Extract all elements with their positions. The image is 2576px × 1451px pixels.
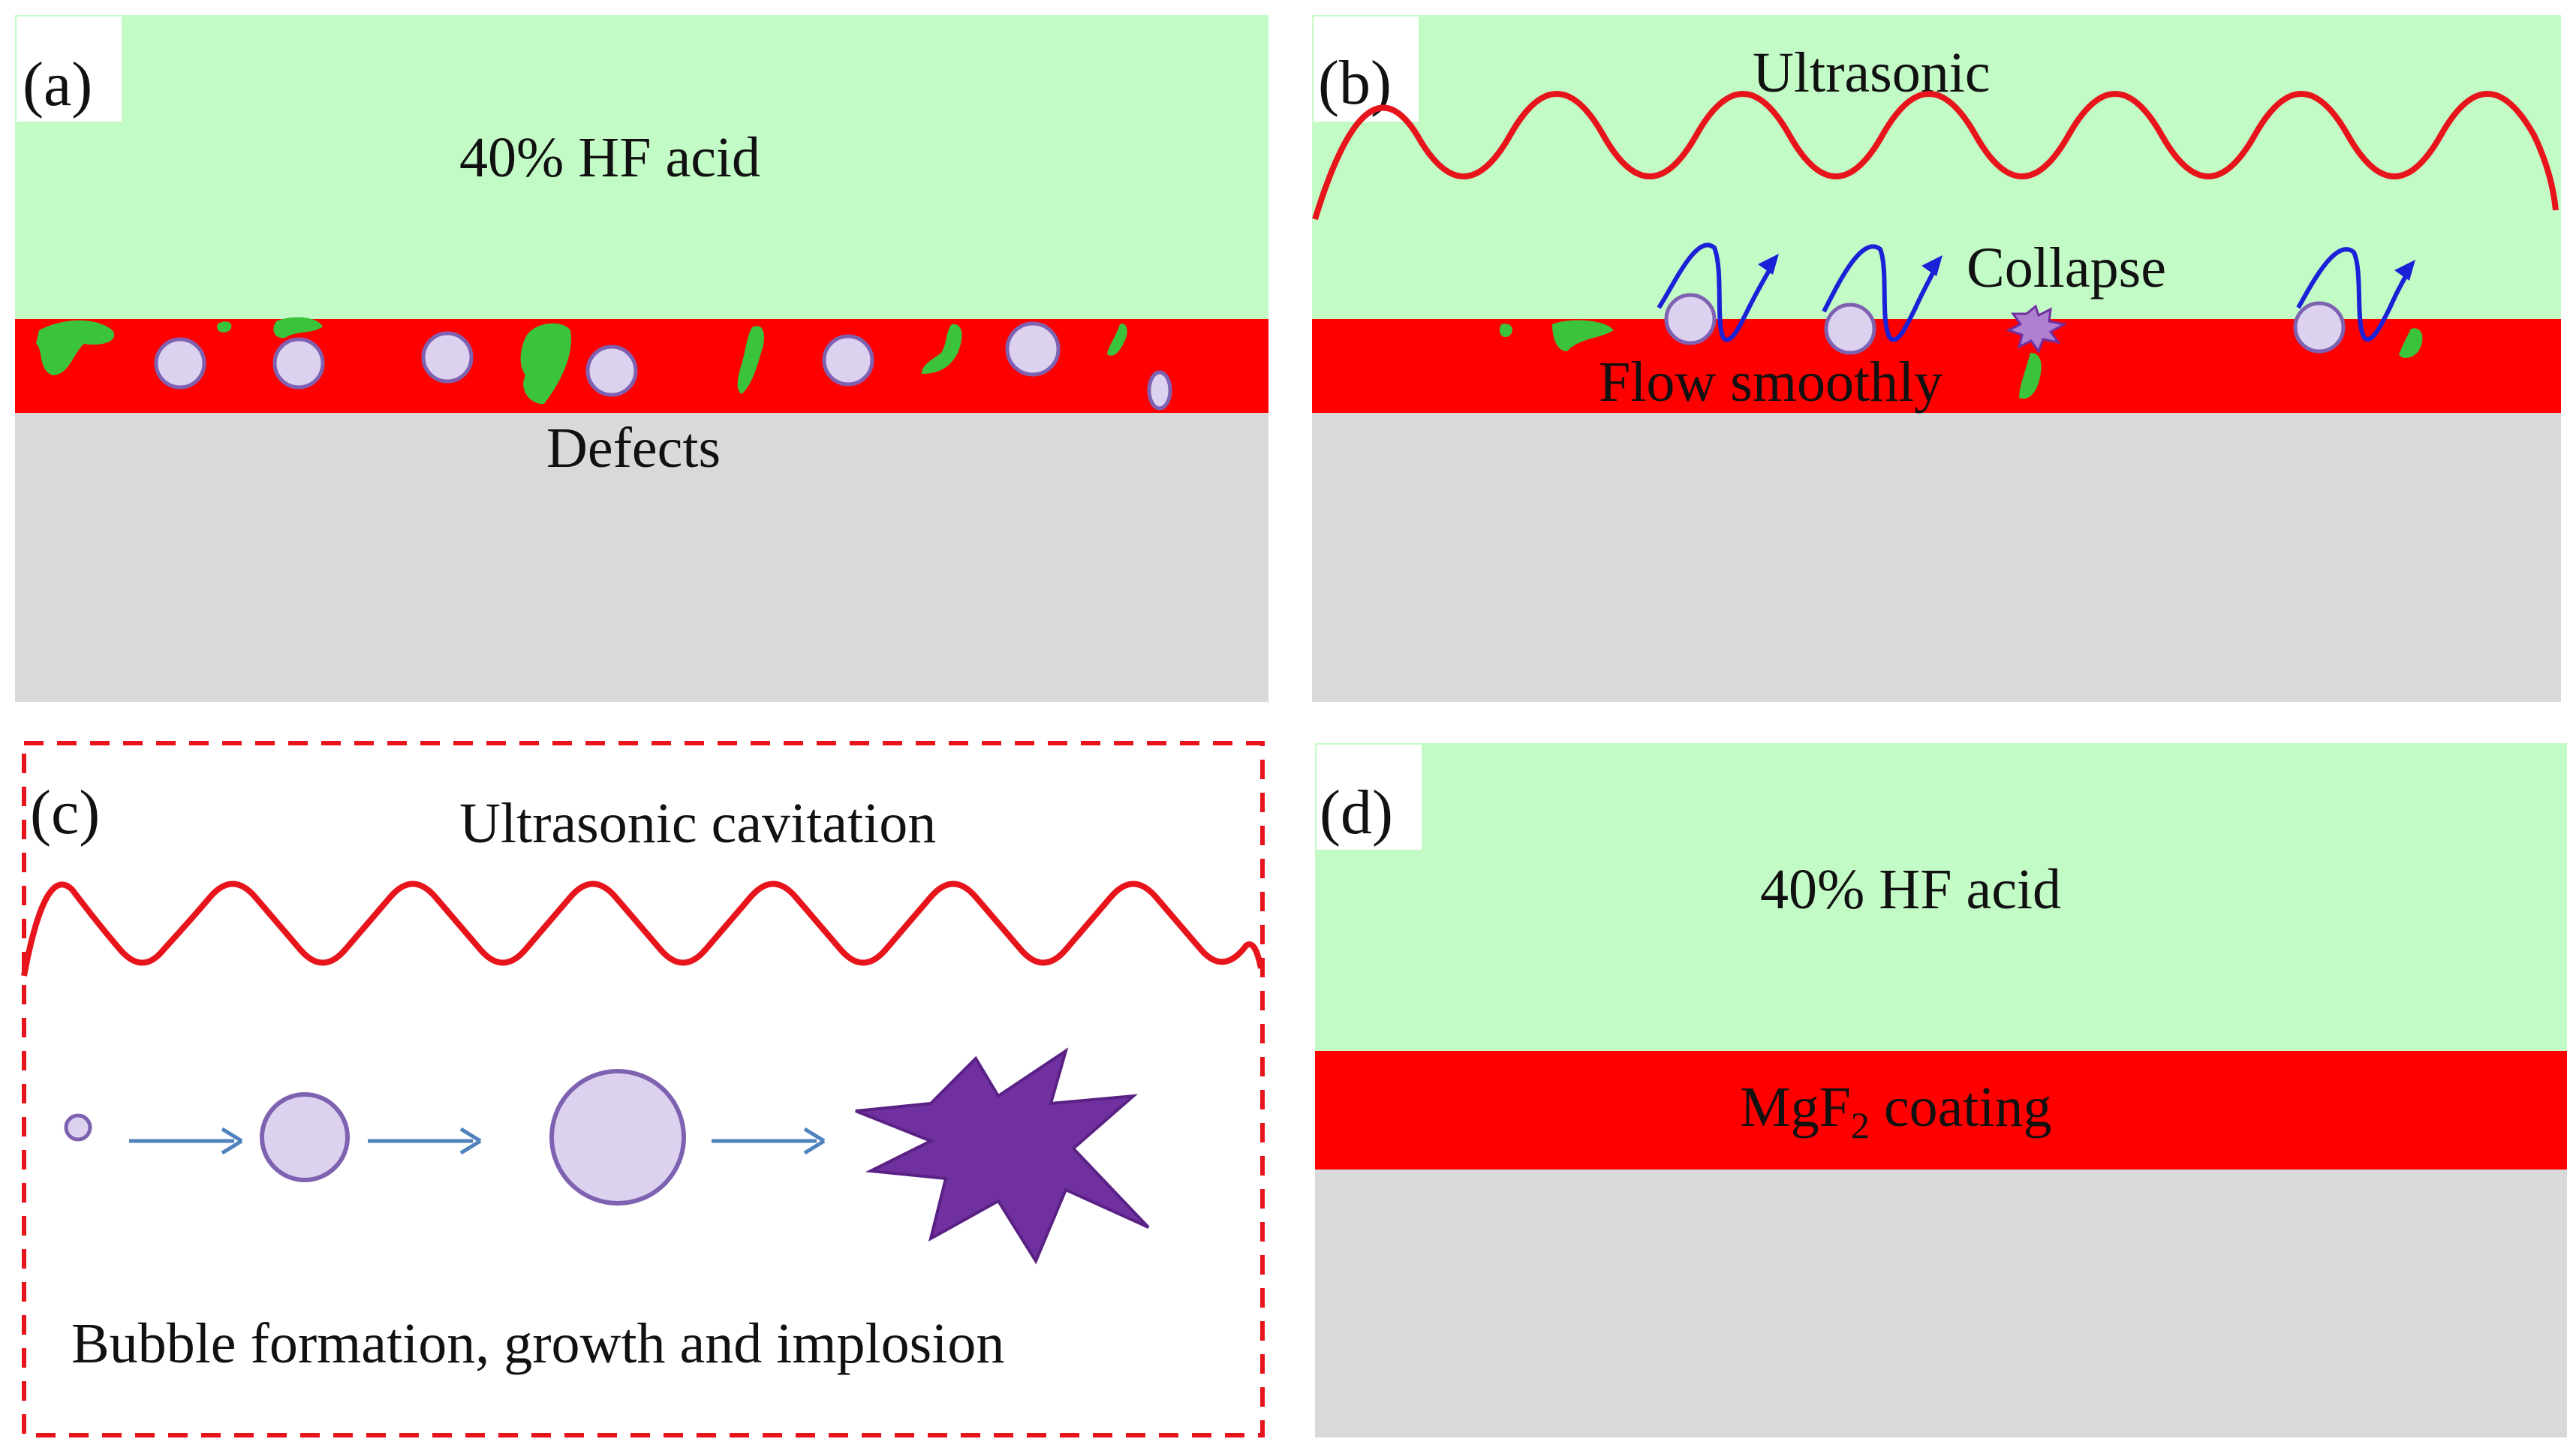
- bubble: [1147, 370, 1172, 411]
- panel-d-acid-layer: [1315, 743, 2567, 1057]
- arrowhead: [1758, 254, 1779, 275]
- panel-d-coating-layer: [1315, 1051, 2567, 1171]
- flow-arrow: [1657, 242, 1775, 342]
- defect: [520, 323, 571, 405]
- implosion-burst-icon: [855, 1047, 1150, 1265]
- process-arrow-2: [368, 1127, 482, 1155]
- bubble: [1664, 293, 1717, 345]
- panel-d: (d) 40% HF acid MgF2 coating: [1315, 743, 2567, 1437]
- bubble: [421, 331, 474, 384]
- defect: [1107, 324, 1127, 356]
- bubble: [1005, 321, 1061, 377]
- defect: [36, 320, 115, 375]
- flow-arrow: [1822, 244, 1939, 342]
- bubble: [822, 334, 874, 387]
- defect: [2399, 328, 2423, 358]
- panel-b-ultrasonic-label: Ultrasonic: [1753, 41, 1991, 104]
- panel-c-tag: (c): [30, 778, 100, 847]
- ultrasonic-wave: [1312, 91, 2559, 221]
- panel-d-acid-label: 40% HF acid: [1760, 858, 2061, 921]
- coating-suffix: coating: [1870, 1076, 2052, 1139]
- panel-b-coating-layer: [1312, 319, 2561, 413]
- panel-a-acid-layer: [15, 15, 1268, 323]
- bubble: [1824, 303, 1876, 355]
- bubble-medium: [260, 1092, 350, 1182]
- panel-b-tag-background: [1314, 17, 1419, 122]
- defect: [1499, 324, 1512, 338]
- panel-a-tag-background: [17, 17, 122, 122]
- panel-c: (c) Ultrasonic cavitation Bubble formati…: [21, 741, 1265, 1437]
- panel-a-substrate-layer: [15, 413, 1268, 702]
- defect: [217, 321, 232, 333]
- panel-d-coating-label: MgF2 coating: [1740, 1076, 2052, 1146]
- panel-a: (a) 40% HF acid Defects: [15, 15, 1268, 702]
- panel-a-tag: (a): [23, 50, 92, 119]
- ultrasonic-wave: [21, 881, 1264, 977]
- panel-a-defects-label: Defects: [546, 417, 721, 480]
- panel-b-collapse-label: Collapse: [1967, 236, 2166, 300]
- process-arrow-1: [129, 1127, 243, 1155]
- panel-d-tag: (d): [1320, 778, 1393, 847]
- bubble-large: [549, 1069, 686, 1206]
- defect: [1552, 320, 1614, 351]
- panel-d-substrate-layer: [1315, 1170, 2567, 1437]
- bubble: [154, 337, 206, 390]
- coating-formula: MgF: [1740, 1076, 1851, 1139]
- defect: [2019, 353, 2042, 399]
- panel-a-acid-label: 40% HF acid: [459, 126, 760, 189]
- panel-b-flow-label: Flow smoothly: [1599, 351, 1943, 414]
- panel-a-coating-layer: [15, 319, 1268, 413]
- bubble: [272, 337, 325, 390]
- panel-b-substrate-layer: [1312, 413, 2561, 702]
- panel-c-tag-background: [27, 746, 132, 851]
- panel-b: (b) Ultrasonic Collapse Flow smoothly: [1312, 15, 2561, 702]
- panel-c-cavitation-label: Ultrasonic cavitation: [459, 792, 936, 855]
- panel-d-tag-background: [1317, 745, 1422, 850]
- arrowhead: [1921, 255, 1943, 276]
- flow-arrow: [2296, 247, 2412, 342]
- collapse-burst-icon: [2006, 304, 2068, 354]
- process-arrow-3: [712, 1127, 826, 1155]
- bubble: [2293, 301, 2346, 354]
- defect: [737, 326, 764, 394]
- bubble: [585, 345, 638, 397]
- panel-c-process-label: Bubble formation, growth and implosion: [71, 1312, 1004, 1375]
- arrowhead: [2394, 260, 2415, 281]
- coating-subscript: 2: [1851, 1104, 1870, 1146]
- bubble-small: [64, 1113, 92, 1142]
- defect: [922, 324, 962, 374]
- defect: [273, 317, 323, 339]
